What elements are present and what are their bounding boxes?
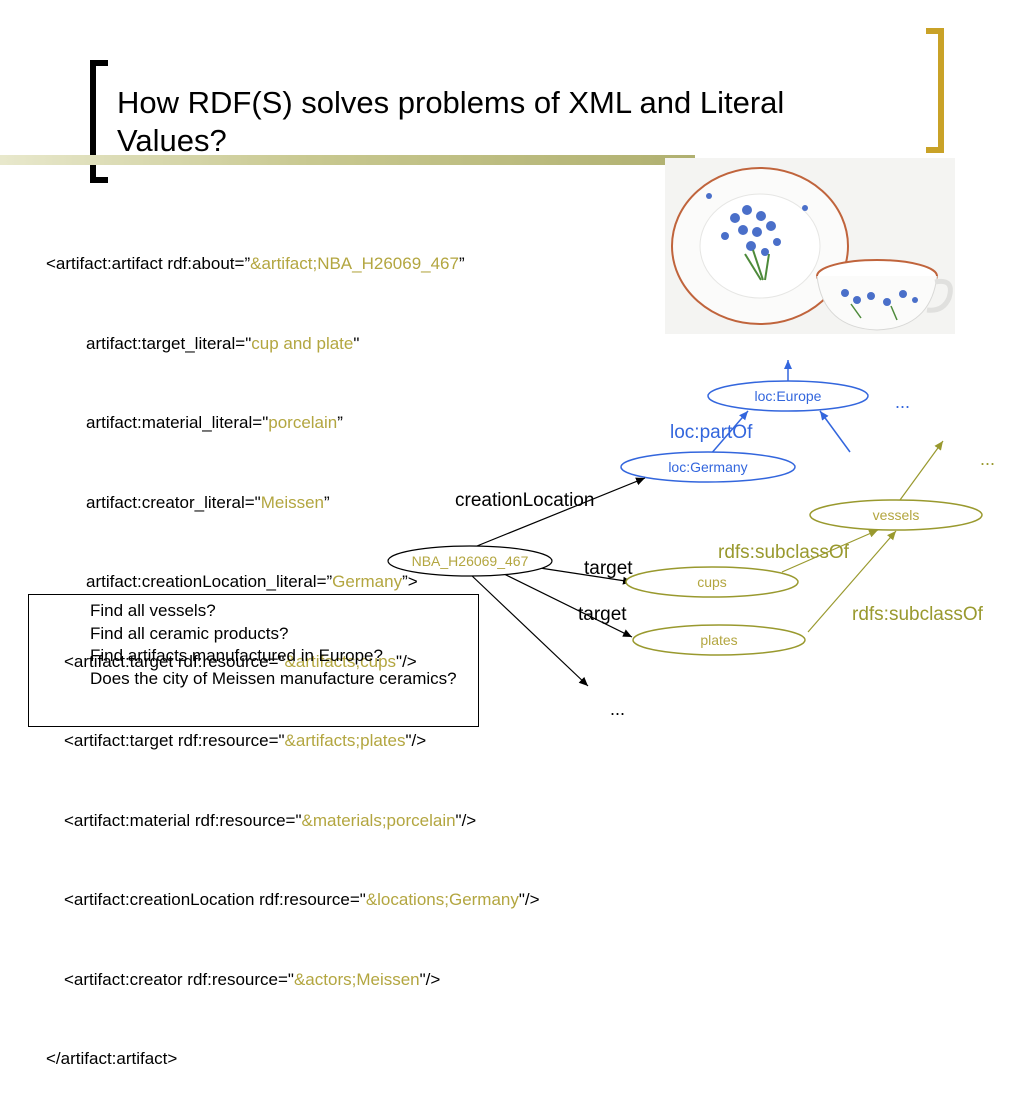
europe-ellipsis: ...	[895, 392, 910, 412]
code-text: <artifact:creator rdf:resource="	[64, 970, 294, 989]
node-nba-label: NBA_H26069_467	[412, 553, 529, 569]
node-europe-label: loc:Europe	[755, 388, 822, 404]
vessels-ellipsis: ...	[980, 449, 995, 469]
nba-ellipsis: ...	[610, 699, 625, 719]
node-germany-label: loc:Germany	[668, 459, 747, 475]
code-line: <artifact:creator rdf:resource="&actors;…	[46, 967, 540, 994]
code-text: <artifact:material rdf:resource="	[64, 811, 302, 830]
partof-label: loc:partOf	[670, 422, 753, 443]
code-text: "/>	[519, 890, 540, 909]
code-literal: &materials;porcelain	[302, 811, 456, 830]
target-label-1: target	[584, 558, 633, 579]
code-text: <artifact:creationLocation rdf:resource=…	[64, 890, 366, 909]
node-vessels-label: vessels	[873, 507, 920, 523]
rdf-graph: loc:Europe loc:Germany loc:partOf ... cr…	[0, 0, 1024, 768]
node-plates-label: plates	[700, 632, 737, 648]
code-line: </artifact:artifact>	[46, 1046, 540, 1073]
code-line: <artifact:material rdf:resource="&materi…	[46, 808, 540, 835]
code-text: "/>	[456, 811, 477, 830]
nba-other-edge	[470, 574, 588, 686]
subclass-label-1: rdfs:subclassOf	[718, 542, 850, 563]
code-text: </artifact:artifact>	[46, 1049, 177, 1068]
target-label-2: target	[578, 604, 627, 625]
vessels-up-edge	[900, 441, 943, 500]
code-line: <artifact:creationLocation rdf:resource=…	[46, 887, 540, 914]
code-text: "/>	[420, 970, 441, 989]
node-cups-label: cups	[697, 574, 727, 590]
partof-edge-2	[820, 411, 850, 452]
creation-edge	[472, 478, 645, 548]
code-literal: &locations;Germany	[366, 890, 519, 909]
code-literal: &actors;Meissen	[294, 970, 420, 989]
creation-label: creationLocation	[455, 490, 594, 511]
subclass-label-2: rdfs:subclassOf	[852, 604, 984, 625]
